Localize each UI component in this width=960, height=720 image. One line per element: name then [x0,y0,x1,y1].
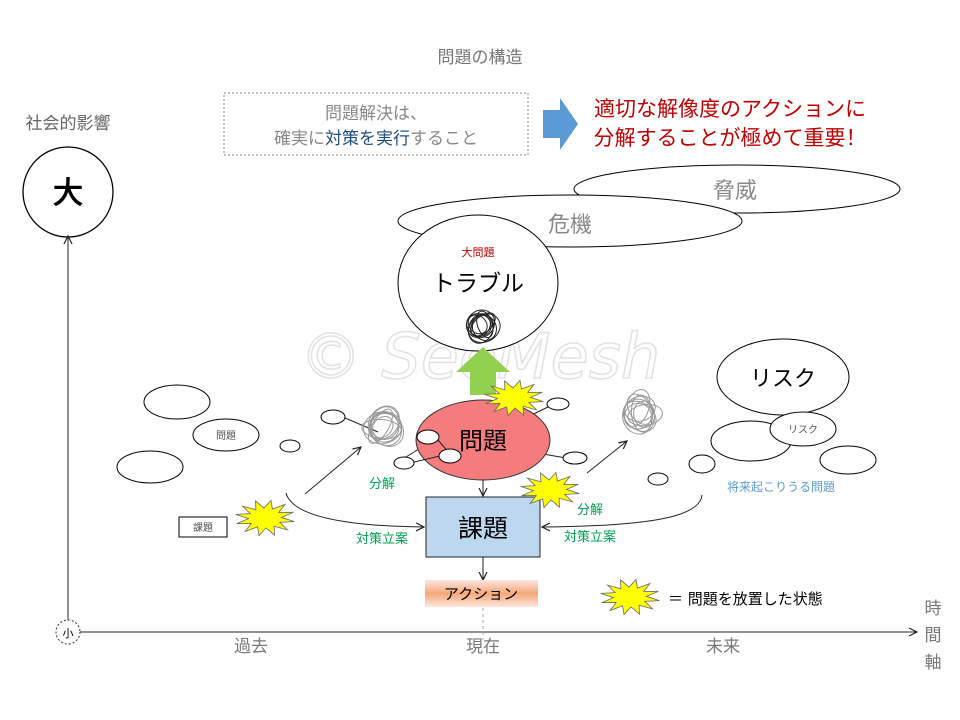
small-ellipse [438,448,462,464]
neglected-star-icon [520,471,580,509]
y-axis-label: 社会的影響 [26,114,111,134]
callout-line-1: 適切な解像度のアクションに [594,97,866,121]
small-ellipse [320,409,346,425]
past-ellipse [116,450,184,484]
tick-future: 未来 [706,637,740,657]
future-ellipse [819,445,877,475]
future-risk-ellipse [769,411,837,447]
x-axis-label-1: 時 [925,599,942,619]
past-ellipse [143,384,211,420]
note-line-2: 確実に対策を実行すること [274,129,478,149]
scribble-icon [465,309,501,344]
risk-label: リスク [750,367,816,392]
x-axis-label-3: 軸 [925,653,942,673]
threat-label: 脅威 [713,179,757,204]
neglected-star-icon [235,499,295,537]
tick-past: 過去 [234,637,268,657]
note-text-a: 確実に [274,129,325,149]
task-box [425,496,541,558]
left-decompose-label: 分解 [369,477,395,492]
past-problem-label: 問題 [216,430,236,442]
past-task-box [178,516,228,538]
right-plan-label: 対策立案 [564,529,616,545]
small-ellipse [562,451,588,465]
action-label: アクション [444,585,518,603]
small-ellipse [416,429,440,445]
note-text-highlight: 対策を実行 [325,129,410,149]
x-axis-label-2: 間 [925,626,942,646]
right-decompose-label: 分解 [577,503,603,518]
legend-star-icon [600,578,660,616]
small-ellipse [688,454,716,474]
trouble-label: トラブル [432,271,524,297]
note-line-1: 問題解決は、 [325,104,427,124]
note-text-c: すること [410,129,478,149]
arrow-past-escalation [304,447,361,495]
large-impact-label: 大 [53,176,83,211]
tick-present: 現在 [466,637,500,657]
arrow-future-to-task [542,494,703,527]
arrow-past-to-task [285,492,424,527]
neglected-star-icon [484,379,544,417]
right-arrow-icon [543,98,578,150]
past-problem-ellipse [192,418,260,452]
future-risk-label: リスク [788,424,818,436]
task-label: 課題 [458,514,508,543]
callout-line-2: 分解することが極めて重要！ [594,126,867,150]
connector [409,455,441,464]
scribble-icon [622,389,663,435]
legend-text: ＝ 問題を放置した状態 [668,590,823,608]
note-box [223,92,529,156]
small-impact-label: 小 [63,627,74,640]
arrow-future-escalation [586,441,627,474]
small-ellipse [546,397,570,411]
small-ellipse [279,439,301,453]
trouble-circle [397,214,559,352]
action-box [425,580,538,607]
big-problem-label: 大問題 [462,245,495,259]
scribble-icon [361,405,405,447]
small-ellipse [647,472,669,486]
escalation-arrow-icon [456,347,510,395]
diagram-title: 問題の構造 [438,48,523,68]
small-ellipse [393,456,415,470]
past-task-label: 課題 [193,521,213,534]
crisis-label: 危機 [548,213,592,238]
future-problems-label: 将来起こりうる問題 [727,480,835,494]
left-plan-label: 対策立案 [356,531,408,547]
problem-label: 問題 [459,427,507,455]
